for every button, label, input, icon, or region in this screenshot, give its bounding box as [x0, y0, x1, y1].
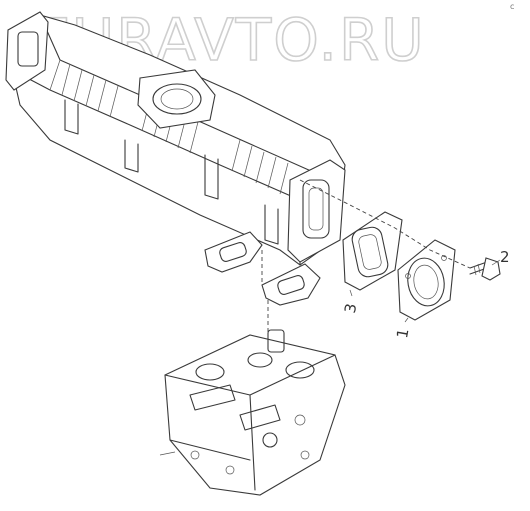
port-gasket-upper: [204, 231, 263, 273]
callout-2: 2: [491, 248, 510, 266]
port-gasket-lower: [261, 263, 321, 306]
callout-1-label: 1: [393, 327, 412, 340]
callout-1: 1: [393, 317, 412, 340]
callout-3-label: 3: [341, 302, 360, 315]
cylinder-head: [159, 329, 346, 496]
manifold: [5, 11, 346, 266]
flange-gasket-round: [397, 239, 456, 321]
bolt: [469, 257, 501, 281]
corner-mark: c: [510, 2, 514, 11]
alignment-line: [299, 179, 471, 269]
gasket-square: [342, 211, 403, 291]
callout-3: 3: [341, 289, 360, 315]
callout-2-label: 2: [500, 248, 510, 266]
